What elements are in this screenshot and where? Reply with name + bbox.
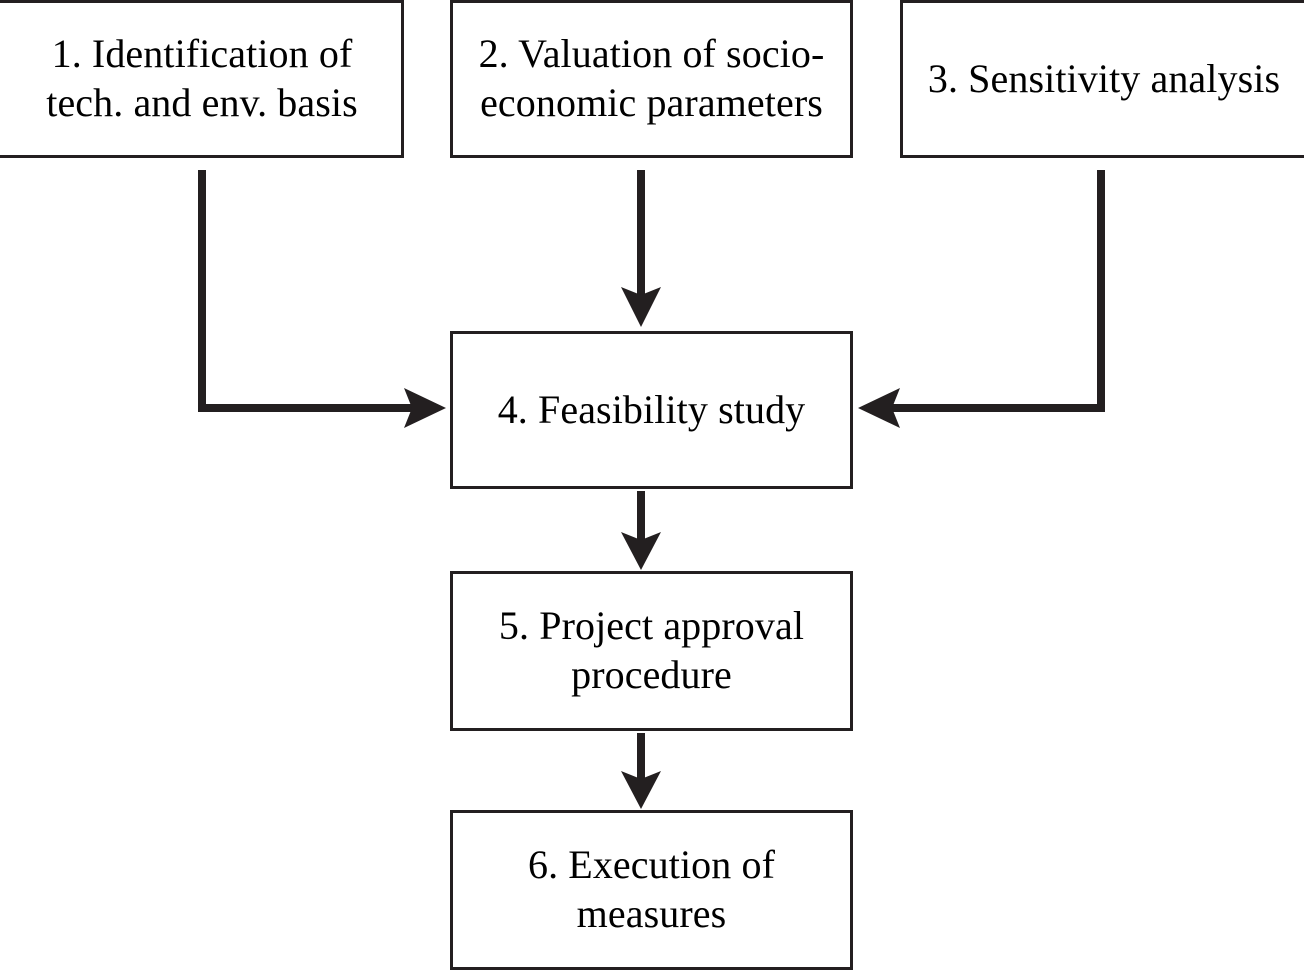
flowchart-node-2-valuation[interactable]: 2. Valuation of socio- economic paramete… (450, 0, 853, 158)
edge-1-to-4 (198, 170, 446, 428)
flowchart-node-1-label: 1. Identification of tech. and env. basi… (46, 31, 358, 125)
flowchart-node-5-label: 5. Project approval procedure (498, 603, 805, 697)
flowchart-node-1-identification[interactable]: 1. Identification of tech. and env. basi… (0, 0, 404, 158)
flowchart-node-4-feasibility-study[interactable]: 4. Feasibility study (450, 331, 853, 489)
flowchart-node-6-label: 6. Execution of measures (528, 842, 775, 936)
arrowhead-down-icon (621, 287, 661, 327)
edge-5-to-6 (621, 733, 661, 809)
arrowhead-down-icon (621, 532, 661, 570)
flowchart-node-3-sensitivity-analysis[interactable]: 3. Sensitivity analysis (900, 0, 1304, 158)
flowchart-node-4-label: 4. Feasibility study (497, 386, 806, 432)
flowchart-node-2-label: 2. Valuation of socio- economic paramete… (478, 31, 825, 125)
flowchart-node-5-project-approval[interactable]: 5. Project approval procedure (450, 571, 853, 731)
arrowhead-left-icon (858, 388, 900, 428)
edge-3-to-4 (858, 170, 1105, 428)
arrowhead-right-icon (404, 388, 446, 428)
flowchart-node-3-label: 3. Sensitivity analysis (927, 55, 1281, 101)
edge-2-to-4 (621, 170, 661, 327)
flowchart-node-6-execution[interactable]: 6. Execution of measures (450, 810, 853, 970)
edge-4-to-5 (621, 491, 661, 570)
arrowhead-down-icon (621, 771, 661, 809)
